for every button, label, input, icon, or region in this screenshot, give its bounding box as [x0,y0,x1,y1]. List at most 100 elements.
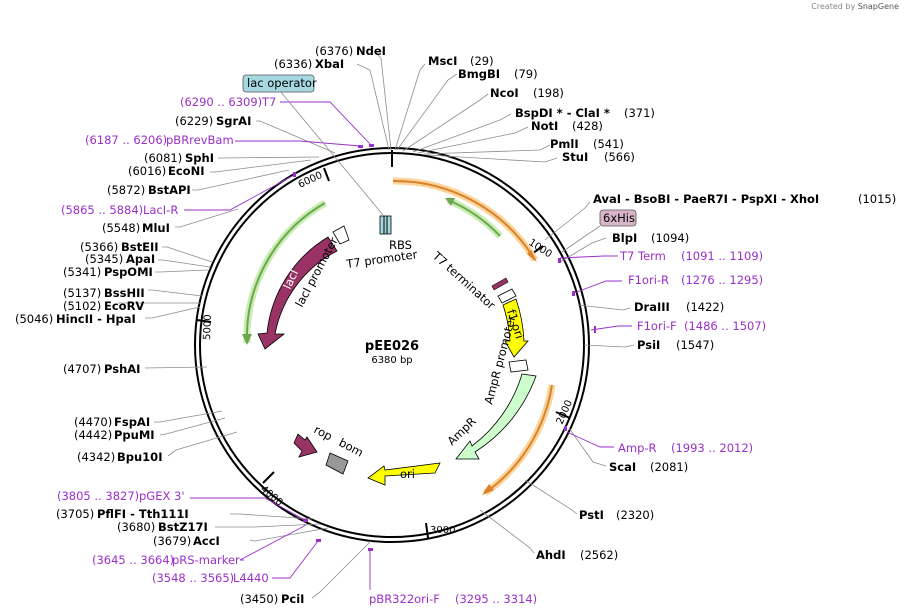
svg-text:StuI: StuI [562,150,588,164]
svg-text:XbaI: XbaI [315,57,344,71]
svg-text:(1091 .. 1109): (1091 .. 1109) [681,249,763,263]
svg-text:Amp-R: Amp-R [618,441,657,455]
svg-text:(4442): (4442) [74,428,112,442]
svg-text:L4440: L4440 [233,571,269,585]
site-BspDI-ClaI: BspDI * - ClaI *(371) [515,106,655,120]
svg-text:(1547): (1547) [676,338,714,352]
feature-rop [293,433,318,458]
svg-text:(2562): (2562) [580,548,618,562]
svg-text:(566): (566) [604,150,635,164]
svg-text:EcoNI: EcoNI [168,164,204,178]
site-FspAI: (4470)FspAI [74,415,150,429]
svg-text:(1276 .. 1295): (1276 .. 1295) [681,273,763,287]
site-XbaI: (6336)XbaI [274,57,344,71]
feature-bom [325,452,349,475]
primer-pGEX3: (3805 .. 3827)pGEX 3' [57,489,185,503]
svg-text:SgrAI: SgrAI [216,114,251,128]
primer-pBR322ori-F: pBR322ori-F(3295 .. 3314) [369,592,537,606]
svg-text:PflFI - Tth111I: PflFI - Tth111I [97,507,189,521]
site-PspOMI: (5341)PspOMI [63,265,153,279]
svg-text:BlpI: BlpI [612,231,637,245]
site-BstEII: (5366)BstEII [80,240,159,254]
site-MluI: (5548)MluI [102,221,170,235]
site-BstZ17I: (3680)BstZ17I [117,520,208,534]
svg-text:ScaI: ScaI [609,460,636,474]
site-leader-lines [118,51,635,599]
svg-text:HincII - HpaI: HincII - HpaI [56,312,136,326]
site-ScaI: ScaI(2081) [609,460,688,474]
svg-text:T7 Term: T7 Term [619,249,666,263]
credit-prefix: Created by [811,2,856,11]
svg-text:NcoI: NcoI [490,86,519,100]
svg-text:(5548): (5548) [102,221,140,235]
plasmid-name: pEE026 [365,339,419,354]
svg-text:(6336): (6336) [274,57,312,71]
feature-f1-ori [502,298,529,358]
svg-text:(3645 .. 3664): (3645 .. 3664) [92,553,174,567]
svg-text:(1015): (1015) [858,192,896,206]
primer-LacI-R: (5865 .. 5884)LacI-R [61,203,178,217]
svg-text:(5102): (5102) [63,299,101,313]
svg-text:BmgBI: BmgBI [458,67,500,81]
primer-F1ori-R: F1ori-R (1276 .. 1295) [628,273,763,287]
site-PstI: PstI(2320) [579,508,654,522]
svg-text:NdeI: NdeI [356,44,386,58]
label-AmpR-promoter: AmpR promoter [481,314,518,406]
svg-text:Bpu10I: Bpu10I [117,450,162,464]
orf-arrow-green-right [445,196,503,239]
svg-text:(6187 .. 6206): (6187 .. 6206) [85,133,167,147]
site-AhdI: AhdI(2562) [536,548,618,562]
site-BmgBI: BmgBI (79) [458,67,538,81]
svg-text:(6290 .. 6309): (6290 .. 6309) [180,95,262,109]
primer-pBRrevBam: (6187 .. 6206)pBRrevBam [85,133,234,147]
label-6xHis: 6xHis [561,209,637,253]
primer-leader-lines [184,101,632,590]
svg-text:PsiI: PsiI [637,338,660,352]
svg-text:DraIII: DraIII [634,300,670,314]
site-SphI: (6081)SphI [144,151,214,165]
svg-text:PmlI: PmlI [550,137,579,151]
site-PmlI: PmlI(541) [550,137,624,151]
feature-lac-operator-block [379,215,392,235]
orf-arrow-t7 [392,177,538,262]
svg-text:(3295 .. 3314): (3295 .. 3314) [455,592,537,606]
site-DraIII: DraIII (1422) [634,300,724,314]
tick-label-5000: 5000 [202,314,214,340]
feature-lacI-promoter [332,225,350,245]
svg-text:(1422): (1422) [686,300,724,314]
svg-text:BstAPI: BstAPI [148,183,191,197]
site-BstAPI: (5872)BstAPI [107,183,191,197]
label-rop: rop [312,422,335,443]
svg-text:NotI: NotI [531,119,558,133]
svg-text:(1993 .. 2012): (1993 .. 2012) [671,441,753,455]
label-ori: ori [400,467,415,481]
svg-text:(198): (198) [533,86,564,100]
svg-text:EcoRV: EcoRV [104,299,144,313]
svg-text:(371): (371) [624,106,655,120]
primer-L4440: (3548 .. 3565)L4440 [152,571,269,585]
svg-text:(5865 .. 5884): (5865 .. 5884) [61,203,143,217]
primer-marks [293,144,596,551]
label-RBS: RBS [389,238,412,252]
site-ApaI: (5345)ApaI [85,252,155,266]
svg-text:(3805 .. 3827): (3805 .. 3827) [57,489,139,503]
svg-text:(4342): (4342) [77,450,115,464]
site-StuI: StuI (566) [562,150,635,164]
svg-text:FspAI: FspAI [114,415,150,429]
feature-AmpR [455,373,537,460]
plasmid-size: 6380 bp [371,355,412,366]
svg-text:(1486 .. 1507): (1486 .. 1507) [684,319,766,333]
svg-text:(79): (79) [514,67,538,81]
tick-label-3000: 3000 [430,525,455,536]
svg-text:F1ori-R: F1ori-R [628,273,669,287]
site-AvaI-group: AvaI - BsoBI - PaeR7I - PspXI - XhoI(101… [593,192,896,206]
primer-Amp-R: Amp-R (1993 .. 2012) [618,441,753,455]
svg-text:(3680): (3680) [117,520,155,534]
feature-T7-terminator-mark [491,277,509,291]
site-PpuMI: (4442)PpuMI [74,428,155,442]
svg-text:BssHII: BssHII [104,286,145,300]
svg-text:BstZ17I: BstZ17I [158,520,208,534]
primer-F1ori-F: F1ori-F(1486 .. 1507) [637,319,766,333]
site-PsiI: PsiI (1547) [637,338,714,352]
